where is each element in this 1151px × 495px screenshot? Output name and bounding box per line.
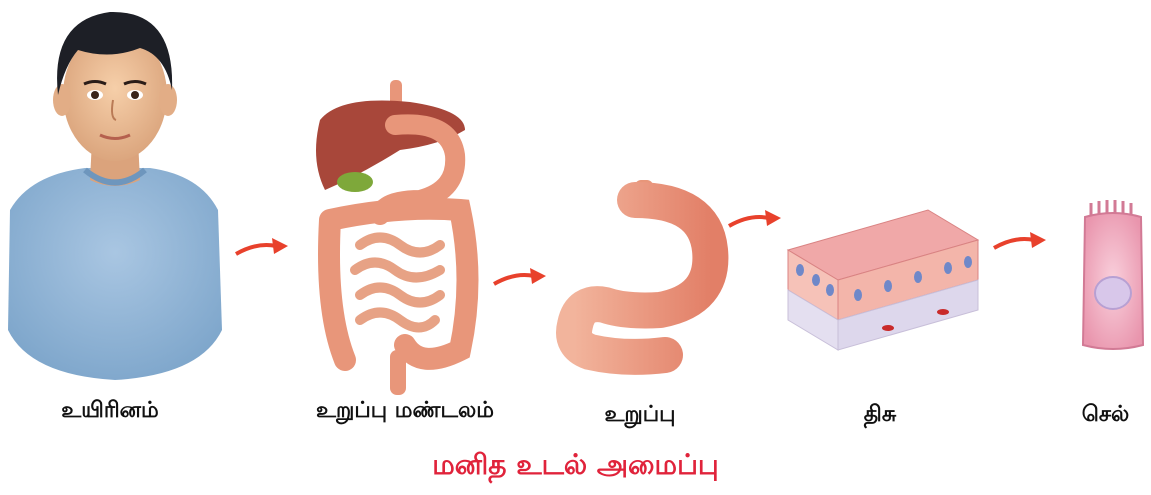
stage-label-organism: உயிரினம் [0, 398, 220, 426]
tissue-block-icon [778, 200, 988, 370]
stage-label-tissue: திசு [820, 402, 940, 430]
stage-label-cell: செல் [1060, 402, 1151, 430]
diagram-caption: மனித உடல் அமைப்பு [0, 448, 1151, 485]
arrow-icon [490, 262, 550, 292]
digestive-system-icon [300, 80, 490, 400]
stage-label-organ-system: உறுப்பு மண்டலம் [290, 398, 520, 426]
arrow-icon [232, 232, 292, 262]
child-organism-icon [0, 0, 230, 400]
arrow-icon [990, 226, 1050, 256]
arrow-icon [725, 204, 785, 234]
cell-icon [1075, 195, 1151, 355]
stage-label-organ: உறுப்பு [570, 402, 710, 430]
stomach-organ-icon [565, 180, 725, 370]
